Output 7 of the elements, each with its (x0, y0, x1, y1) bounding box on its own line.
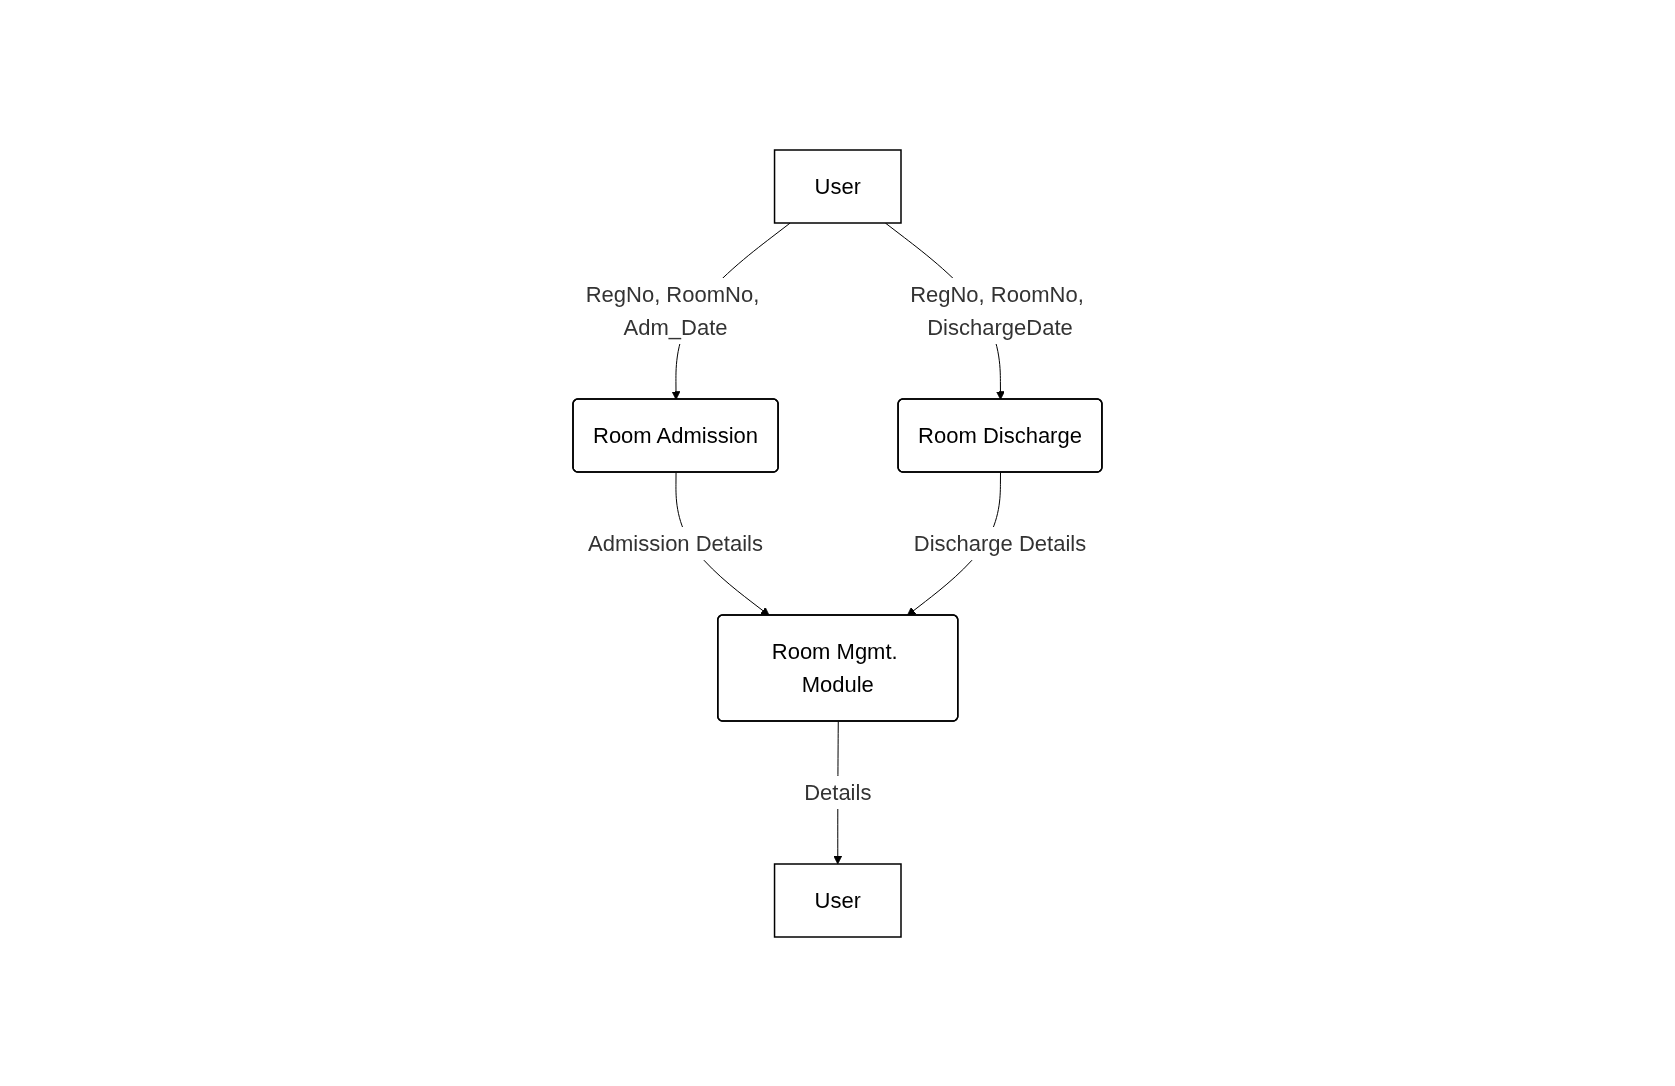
edge-label: Discharge Details (913, 530, 1087, 556)
node-box: User (773, 862, 902, 938)
edge-label: RegNo, RoomNo, Adm_Date (585, 281, 760, 340)
edge-label: Admission Details (588, 530, 763, 556)
edge-label: Details (804, 779, 872, 805)
edge-label: RegNo, RoomNo, DischargeDate (910, 281, 1084, 340)
node-box: User (773, 148, 902, 224)
